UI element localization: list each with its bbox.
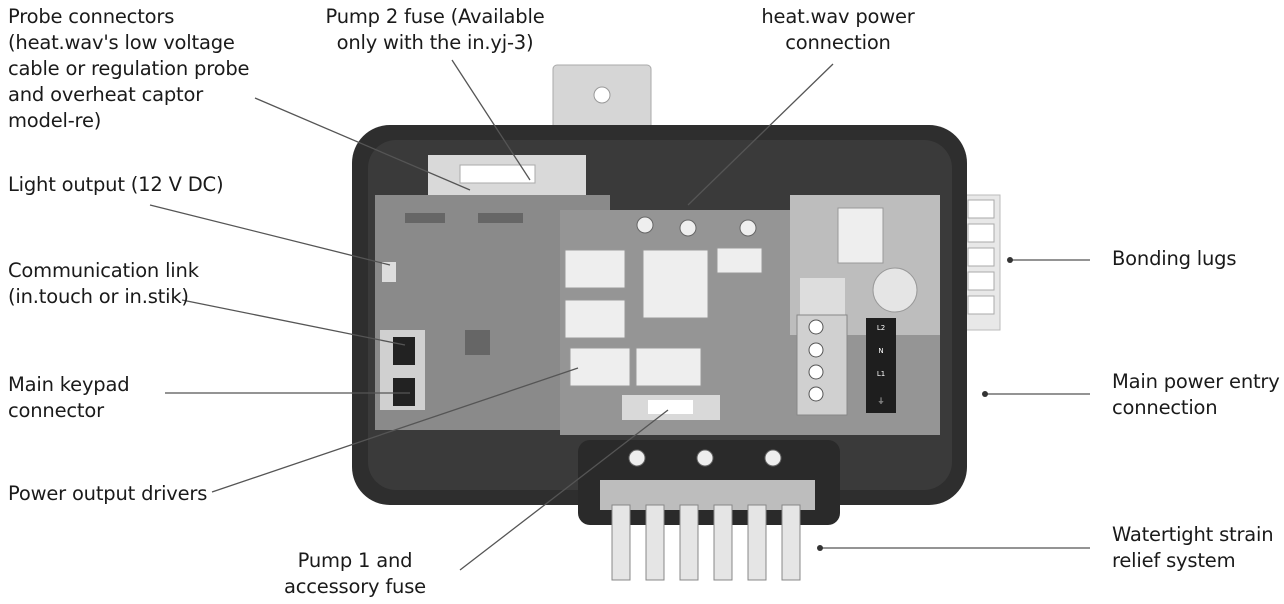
leader-lines <box>149 59 1090 571</box>
label-communication-link: Communication link(in.touch or in.stik) <box>8 259 199 308</box>
label-power-output-drivers: Power output drivers <box>8 482 208 505</box>
terminal-mark-ground: ⏚ <box>878 397 885 405</box>
label-light-output: Light output (12 V DC) <box>8 173 224 196</box>
label-bonding-lugs: Bonding lugs <box>1112 247 1237 270</box>
terminal-mark-l2: L2 <box>877 324 885 332</box>
terminal-mark-n: N <box>878 347 883 355</box>
bonding-lugs <box>961 194 1001 331</box>
strain-relief-cables <box>611 504 801 581</box>
terminal-mark-l1: L1 <box>877 370 885 378</box>
